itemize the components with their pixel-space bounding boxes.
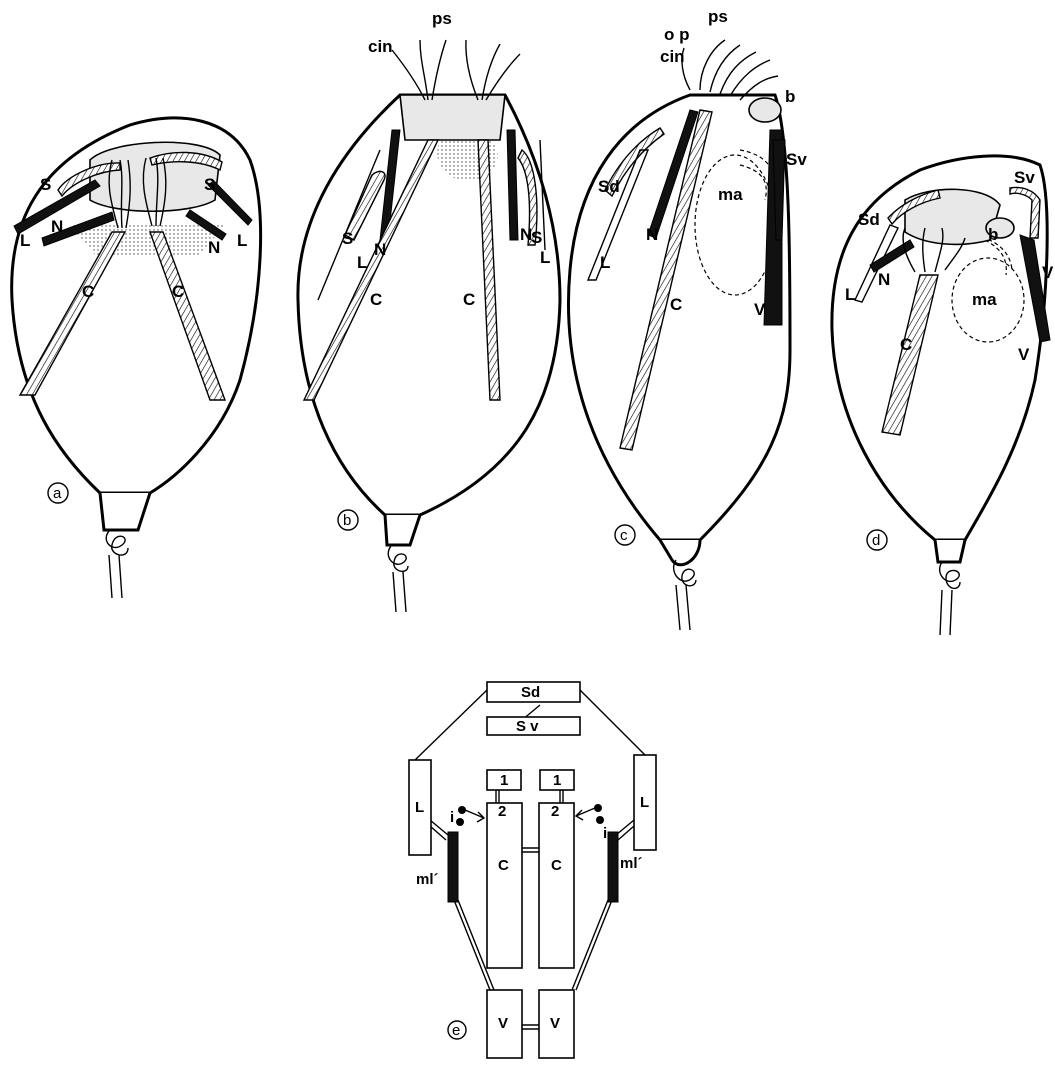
lorica-stalk xyxy=(385,515,420,545)
C-box-left xyxy=(487,803,522,968)
label-V-upper: V xyxy=(1042,263,1054,282)
label-N-right: N xyxy=(520,225,532,244)
label-N: N xyxy=(878,270,890,289)
panel-label-b: b xyxy=(343,512,351,529)
label-Sv: Sv xyxy=(786,150,807,169)
label-i-left: i xyxy=(450,809,454,826)
C-box-left-label: C xyxy=(498,857,509,874)
label-C: C xyxy=(670,295,682,314)
panel-label-c: c xyxy=(620,527,628,544)
label-S-right: S xyxy=(204,175,215,194)
Sd-box-label: Sd xyxy=(521,684,540,701)
stalk-filament-left xyxy=(940,590,942,635)
cilia-cluster xyxy=(682,40,778,100)
label-L-left: L xyxy=(357,253,367,272)
stalk-filament-right xyxy=(403,572,406,612)
label-N-left: N xyxy=(51,217,63,236)
ml-bar-right xyxy=(608,832,618,902)
stalk-coil xyxy=(106,530,128,555)
label-ps: ps xyxy=(432,9,452,28)
panel-c: ps o p cin b Sd Sv ma L N C V c xyxy=(568,7,807,630)
C-box-right-label: C xyxy=(551,857,562,874)
stalk-filament-left xyxy=(393,572,396,612)
peristome-membrane xyxy=(400,95,505,140)
panel-e: Sd S v L L 1 1 2 C 2 C V V i xyxy=(409,682,656,1058)
label-V: V xyxy=(754,300,766,319)
label-C-right: C xyxy=(463,290,475,309)
i-arrow-left xyxy=(456,806,484,826)
label-cin: cin xyxy=(660,47,685,66)
ml-bar-left xyxy=(448,832,458,902)
box-2-right-label: 2 xyxy=(551,803,559,820)
label-N-left: N xyxy=(374,240,386,259)
label-N: N xyxy=(646,225,658,244)
label-L-right: L xyxy=(237,231,247,250)
label-C-right: C xyxy=(172,282,184,301)
lorica-stalk xyxy=(660,540,700,565)
box-1-right-label: 1 xyxy=(553,772,561,789)
lorica-stalk xyxy=(935,540,965,562)
label-C: C xyxy=(900,335,912,354)
label-L-right: L xyxy=(540,248,550,267)
label-Sd: Sd xyxy=(598,177,620,196)
label-Sd: Sd xyxy=(858,210,880,229)
label-L: L xyxy=(600,253,610,272)
i-arrow-right xyxy=(576,804,604,824)
label-i-right: i xyxy=(603,825,607,842)
stalk-filament-right xyxy=(119,555,122,598)
C-box-right xyxy=(539,803,574,968)
stalk-filament-right xyxy=(950,590,952,635)
L-box-right-label: L xyxy=(640,794,649,811)
label-ma: ma xyxy=(718,185,743,204)
panel-label-e: e xyxy=(452,1022,460,1039)
label-cin: cin xyxy=(368,37,393,56)
label-b: b xyxy=(988,225,998,244)
label-op: o p xyxy=(664,25,690,44)
cilia-tuft xyxy=(392,40,520,100)
b-structure xyxy=(749,98,781,122)
label-L-left: L xyxy=(20,231,30,250)
label-N-right: N xyxy=(208,238,220,257)
panel-d: Sd Sv b ma L N C V V d xyxy=(832,156,1054,635)
label-C-left: C xyxy=(370,290,382,309)
stalk-filament-left xyxy=(109,555,112,598)
label-S-left: S xyxy=(40,175,51,194)
label-C-left: C xyxy=(82,282,94,301)
label-L: L xyxy=(845,285,855,304)
label-S-right: S xyxy=(531,228,542,247)
label-ps: ps xyxy=(708,7,728,26)
Sv-box-label: S v xyxy=(516,718,539,735)
label-V-lower: V xyxy=(1018,345,1030,364)
lorica-stalk xyxy=(100,493,150,530)
V-box-right-label: V xyxy=(550,1015,560,1032)
label-b: b xyxy=(785,87,795,106)
stalk-filament-right xyxy=(686,585,690,630)
panel-label-d: d xyxy=(872,532,880,549)
panel-b: ps cin S S L L N N C C b xyxy=(298,9,560,612)
box-1-left-label: 1 xyxy=(500,772,508,789)
stalk-coil xyxy=(940,562,960,588)
label-ml-right: ml´ xyxy=(620,855,643,872)
panel-a: S S L L N N C C a xyxy=(12,118,261,598)
stippled-region xyxy=(70,225,225,255)
label-ml-left: ml´ xyxy=(416,871,439,888)
label-S-left: S xyxy=(342,229,353,248)
L-box-left-label: L xyxy=(415,799,424,816)
label-Sv: Sv xyxy=(1014,168,1035,187)
stalk-coil xyxy=(388,545,408,571)
V-box-left-label: V xyxy=(498,1015,508,1032)
box-2-left-label: 2 xyxy=(498,803,506,820)
label-ma: ma xyxy=(972,290,997,309)
panel-label-a: a xyxy=(53,485,62,502)
stalk-filament-left xyxy=(676,585,680,630)
